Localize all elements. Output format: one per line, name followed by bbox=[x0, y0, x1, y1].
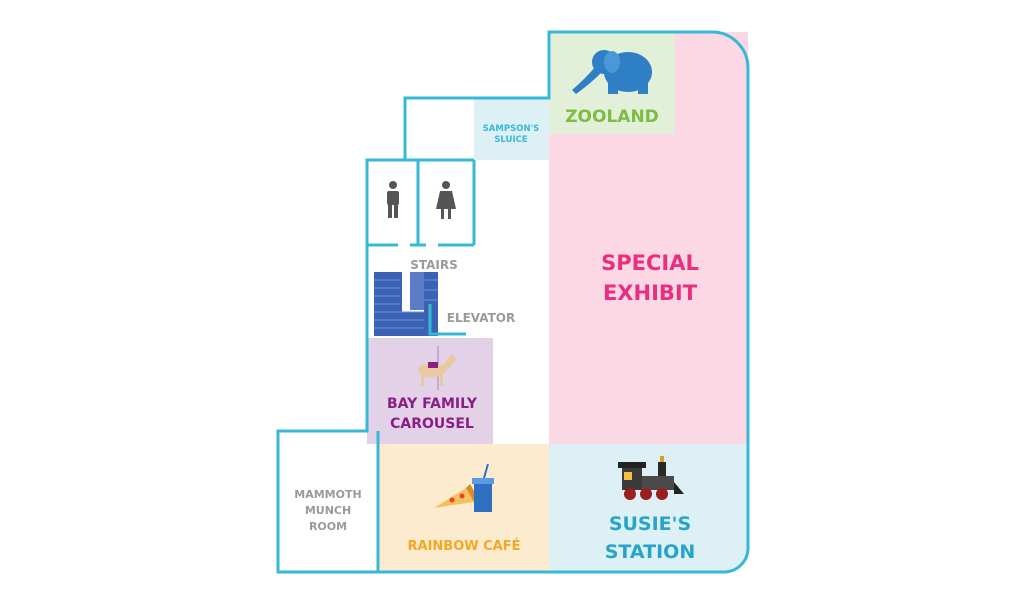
elephant-icon bbox=[572, 50, 652, 94]
carousel-label-line2: CAROUSEL bbox=[390, 416, 474, 432]
interior-walls bbox=[367, 32, 551, 572]
special-exhibit-label-line2: EXHIBIT bbox=[603, 281, 698, 305]
susies-station-label-line1: SUSIE'S bbox=[609, 513, 691, 535]
stairs-graphic bbox=[374, 272, 438, 336]
special-exhibit-label-line1: SPECIAL bbox=[601, 251, 699, 275]
sampsons-sluice-label-line2: SLUICE bbox=[494, 135, 528, 145]
men-restroom-icon bbox=[387, 181, 399, 218]
zooland-label: ZOOLAND bbox=[565, 107, 659, 127]
rainbow-cafe-zone[interactable] bbox=[379, 444, 549, 572]
pizza-drink-icon bbox=[434, 463, 494, 512]
mammoth-label-line3: ROOM bbox=[309, 520, 347, 533]
mammoth-label-line1: MAMMOTH bbox=[294, 488, 361, 501]
stairs-label: STAIRS bbox=[410, 258, 458, 272]
susies-station-label-line2: STATION bbox=[605, 541, 695, 563]
train-icon bbox=[618, 456, 684, 500]
rainbow-cafe-label: RAINBOW CAFÉ bbox=[408, 538, 521, 554]
carousel-zone[interactable] bbox=[367, 338, 493, 444]
building-outline bbox=[276, 30, 750, 574]
mammoth-label-line2: MUNCH bbox=[305, 504, 351, 517]
sampsons-sluice-label-line1: SAMPSON'S bbox=[483, 124, 540, 134]
carousel-horse-icon bbox=[418, 346, 456, 390]
susies-station-zone[interactable] bbox=[549, 444, 748, 572]
elevator-icon bbox=[428, 304, 466, 336]
carousel-label-line1: BAY FAMILY bbox=[387, 396, 478, 412]
women-restroom-icon bbox=[436, 181, 456, 219]
elevator-label: ELEVATOR bbox=[447, 311, 516, 325]
sampsons-sluice-zone[interactable] bbox=[474, 98, 549, 160]
